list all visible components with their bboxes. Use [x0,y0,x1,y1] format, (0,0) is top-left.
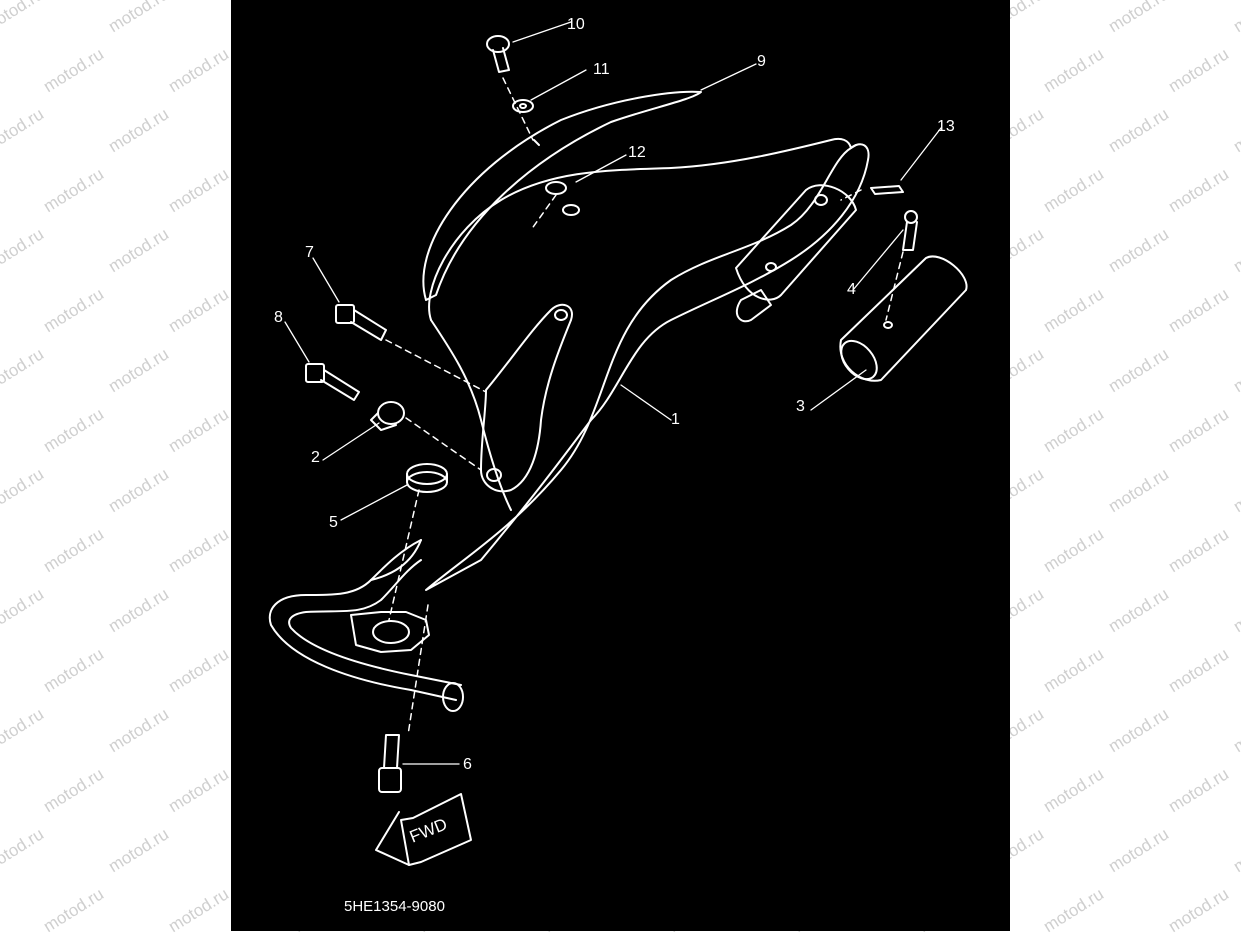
bolt-8 [305,363,360,401]
watermark-text: motod.ru [165,164,232,217]
watermark-text: motod.ru [105,0,172,37]
watermark-text: motod.ru [40,884,107,937]
watermark-text: motod.ru [40,644,107,697]
watermark-text: motod.ru [0,464,47,517]
watermark-text: motod.ru [1040,644,1107,697]
fwd-arrow-icon [375,793,472,866]
watermark-text: motod.ru [165,884,232,937]
watermark-text: motod.ru [1105,104,1172,157]
watermark-text: motod.ru [105,704,172,757]
screw-13 [870,185,904,195]
watermark-text: motod.ru [40,404,107,457]
watermark-text: motod.ru [105,824,172,877]
collar [370,401,405,431]
watermark-text: motod.ru [1230,344,1241,397]
bolt-7 [335,304,387,341]
watermark-text: motod.ru [0,704,47,757]
watermark-text: motod.ru [0,224,47,277]
muffler-cap [839,255,968,382]
callout-8: 8 [274,309,283,326]
part-code: 5HE1354-9080 [344,898,445,915]
watermark-text: motod.ru [105,104,172,157]
bolt-6 [378,734,402,793]
watermark-text: motod.ru [1040,764,1107,817]
watermark-text: motod.ru [1230,464,1241,517]
callout-13: 13 [937,118,955,135]
watermark-text: motod.ru [1105,824,1172,877]
watermark-text: motod.ru [40,284,107,337]
watermark-text: motod.ru [40,524,107,577]
washer-11 [512,99,534,113]
watermark-text: motod.ru [165,524,232,577]
watermark-text: motod.ru [1105,344,1172,397]
watermark-text: motod.ru [105,344,172,397]
watermark-text: motod.ru [1230,824,1241,877]
watermark-text: motod.ru [0,824,47,877]
diagram-panel: 10 11 9 12 13 7 4 8 3 1 2 5 6 FWD 5HE135… [231,0,1010,931]
gasket [406,463,448,493]
watermark-text: motod.ru [1040,884,1107,937]
exploded-parts-diagram [268,21,968,866]
watermark-text: motod.ru [1230,0,1241,37]
alignment-lines [385,77,904,736]
watermark-text: motod.ru [40,44,107,97]
watermark-text: motod.ru [1105,584,1172,637]
watermark-text: motod.ru [1165,44,1232,97]
watermark-text: motod.ru [1230,104,1241,157]
watermark-text: motod.ru [40,164,107,217]
watermark-text: motod.ru [1165,404,1232,457]
watermark-text: motod.ru [105,584,172,637]
muffler-body [425,137,870,591]
watermark-text: motod.ru [1040,44,1107,97]
callout-6: 6 [463,756,472,773]
screw-4 [902,210,918,251]
watermark-text: motod.ru [165,284,232,337]
bolt-10 [486,35,510,73]
watermark-text: motod.ru [40,764,107,817]
callout-12: 12 [628,144,646,161]
callout-7: 7 [305,244,314,261]
watermark-text: motod.ru [1105,704,1172,757]
callout-5: 5 [329,514,338,531]
watermark-text: motod.ru [1165,764,1232,817]
watermark-text: motod.ru [1040,164,1107,217]
watermark-text: motod.ru [165,44,232,97]
watermark-text: motod.ru [1230,704,1241,757]
callout-4: 4 [847,281,856,298]
callout-10: 10 [567,16,585,33]
watermark-text: motod.ru [0,584,47,637]
watermark-text: motod.ru [0,0,47,37]
callout-11: 11 [593,61,610,78]
watermark-text: motod.ru [1165,284,1232,337]
washer-12 [545,181,580,216]
watermark-text: motod.ru [1165,644,1232,697]
watermark-text: motod.ru [1105,0,1172,37]
heat-shield [422,90,702,301]
callout-9: 9 [757,53,766,70]
watermark-text: motod.ru [0,344,47,397]
callout-2: 2 [311,449,320,466]
silencer-tip [735,184,857,323]
watermark-text: motod.ru [105,224,172,277]
watermark-text: motod.ru [1040,404,1107,457]
watermark-text: motod.ru [165,404,232,457]
watermark-text: motod.ru [1040,284,1107,337]
watermark-text: motod.ru [1105,464,1172,517]
watermark-text: motod.ru [0,104,47,157]
watermark-text: motod.ru [1165,164,1232,217]
watermark-text: motod.ru [1040,524,1107,577]
header-pipe [268,539,464,712]
watermark-text: motod.ru [1105,224,1172,277]
callout-1: 1 [671,411,680,428]
watermark-text: motod.ru [165,764,232,817]
watermark-text: motod.ru [1165,884,1232,937]
watermark-text: motod.ru [105,464,172,517]
watermark-text: motod.ru [1165,524,1232,577]
watermark-text: motod.ru [1230,224,1241,277]
exhaust-flange [350,611,430,653]
leader-lines [284,21,942,765]
watermark-text: motod.ru [1230,584,1241,637]
callout-3: 3 [796,398,805,415]
watermark-text: motod.ru [165,644,232,697]
